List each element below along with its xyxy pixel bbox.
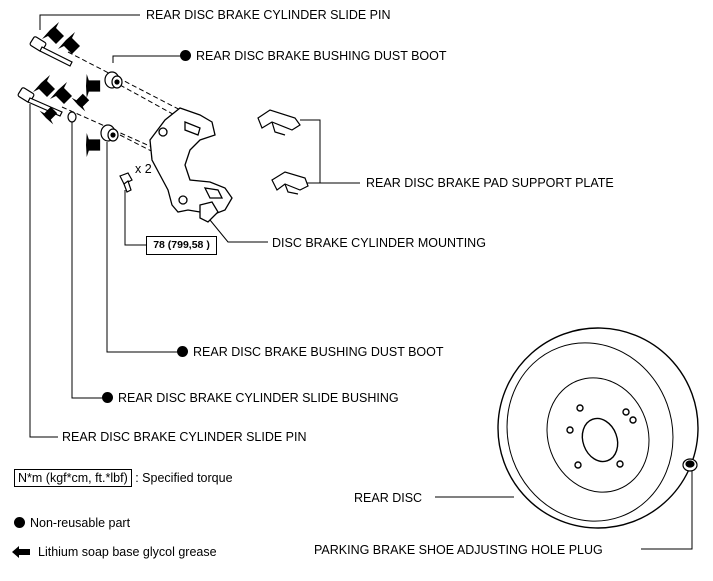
slide-bushing <box>67 111 77 123</box>
label-slide-pin-bottom: REAR DISC BRAKE CYLINDER SLIDE PIN <box>62 430 307 444</box>
non-reusable-dot-icon <box>177 346 188 357</box>
bolt-multiplier: x 2 <box>135 162 152 176</box>
legend-torque: N*m (kgf*cm, ft.*lbf) : Specified torque <box>14 469 233 487</box>
label-pad-support-plate: REAR DISC BRAKE PAD SUPPORT PLATE <box>366 176 614 190</box>
non-reusable-dot-icon <box>14 517 25 528</box>
grease-arrow-icon <box>12 546 30 558</box>
pad-support-plate-lower <box>271 171 309 195</box>
label-dust-boot-top: REAR DISC BRAKE BUSHING DUST BOOT <box>180 49 447 63</box>
label-dust-boot-bottom: REAR DISC BRAKE BUSHING DUST BOOT <box>177 345 444 359</box>
non-reusable-dot-icon <box>102 392 113 403</box>
pad-support-plate-upper <box>257 109 301 136</box>
label-hole-plug: PARKING BRAKE SHOE ADJUSTING HOLE PLUG <box>314 543 603 557</box>
label-cylinder-mounting: DISC BRAKE CYLINDER MOUNTING <box>272 236 486 250</box>
cylinder-mounting-bracket <box>149 107 233 223</box>
label-rear-disc: REAR DISC <box>354 491 423 505</box>
rear-disc <box>497 327 699 529</box>
legend-torque-unit-box: N*m (kgf*cm, ft.*lbf) <box>14 469 132 487</box>
legend-grease: Lithium soap base glycol grease <box>12 545 217 559</box>
torque-spec-box: 78 (799,58 ) <box>146 236 217 255</box>
label-slide-pin-top: REAR DISC BRAKE CYLINDER SLIDE PIN <box>146 8 391 22</box>
legend-non-reusable: Non-reusable part <box>14 516 130 530</box>
label-slide-bushing: REAR DISC BRAKE CYLINDER SLIDE BUSHING <box>102 391 399 405</box>
dust-boot-top <box>104 71 123 89</box>
hole-plug <box>682 458 698 472</box>
mounting-bolt <box>119 172 133 193</box>
non-reusable-dot-icon <box>180 50 191 61</box>
dust-boot-bottom <box>100 124 119 142</box>
slide-pin-top <box>29 36 73 67</box>
